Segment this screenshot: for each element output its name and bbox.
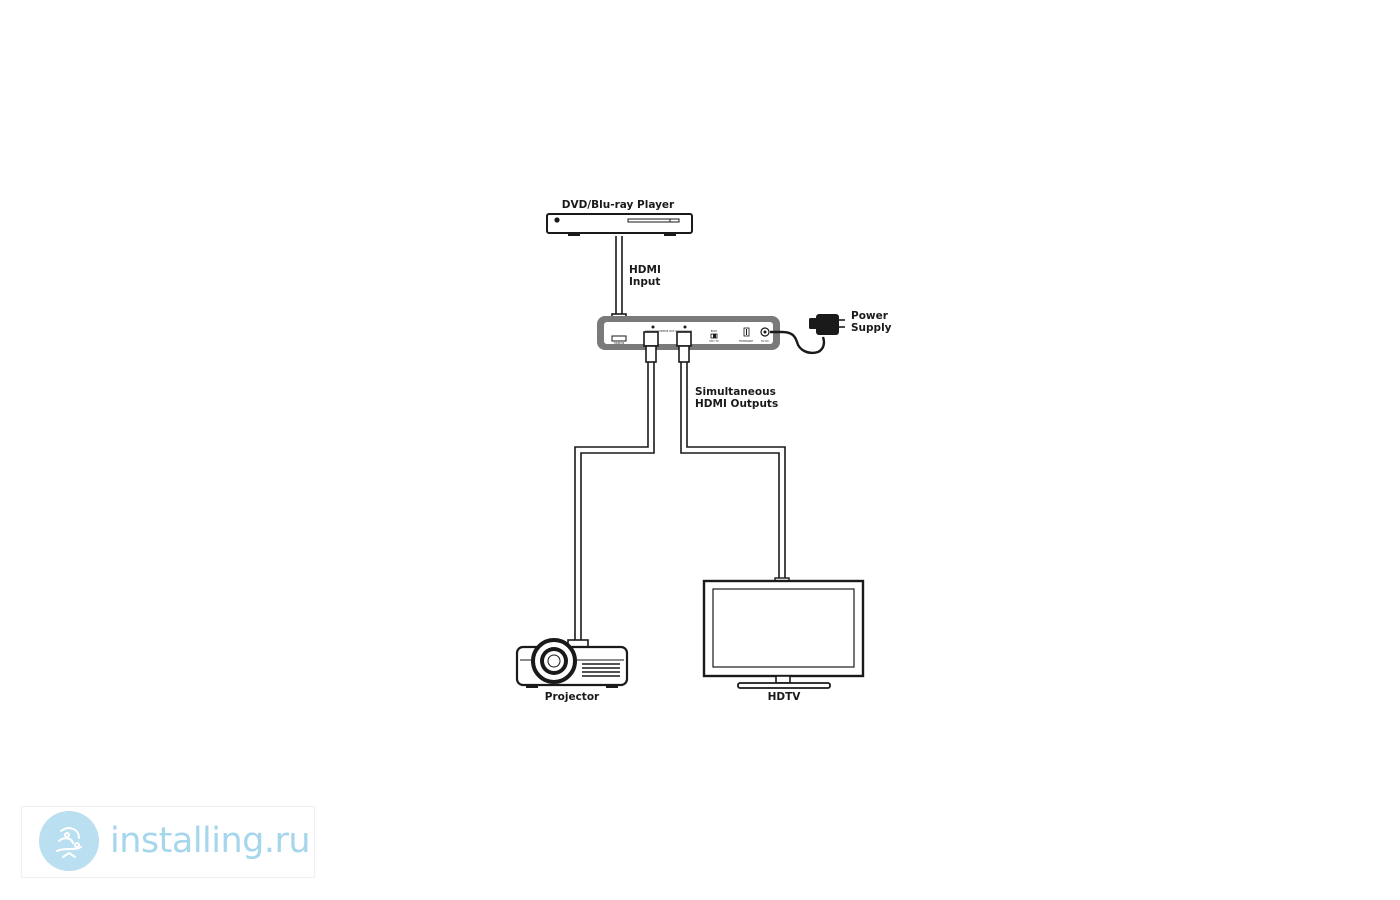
svg-text:5V DC: 5V DC	[761, 339, 769, 343]
hdtv	[702, 577, 865, 689]
projector	[515, 638, 629, 688]
power-supply-adapter	[770, 314, 845, 355]
svg-text:EDID: EDID	[711, 329, 717, 333]
dvd-bluray-player	[546, 213, 693, 236]
hdtv-label: HDTV	[768, 691, 802, 703]
svg-text:FIRMWARE: FIRMWARE	[739, 339, 753, 343]
hdmi-output-connectors	[643, 331, 692, 363]
hdmi-input-label-line1: HDMI	[629, 264, 661, 276]
power-supply-label-line1: Power	[851, 310, 889, 322]
svg-text:HDMI OUT: HDMI OUT	[661, 329, 675, 333]
watermark-text[interactable]: installing.ru	[110, 821, 311, 861]
svg-text:STD TV: STD TV	[709, 339, 719, 343]
projector-label: Projector	[545, 691, 600, 703]
power-supply-label-line2: Supply	[851, 322, 892, 334]
simultaneous-outputs-label-line2: HDMI Outputs	[695, 398, 778, 410]
hdmi-output-cables	[574, 362, 786, 642]
hdmi-input-label-line2: Input	[629, 276, 660, 288]
dvd-player-label: DVD/Blu-ray Player	[562, 199, 675, 211]
svg-text:HDMI IN: HDMI IN	[614, 341, 625, 345]
watermark-logo-icon	[39, 811, 99, 871]
simultaneous-outputs-label-line1: Simultaneous	[695, 386, 776, 398]
